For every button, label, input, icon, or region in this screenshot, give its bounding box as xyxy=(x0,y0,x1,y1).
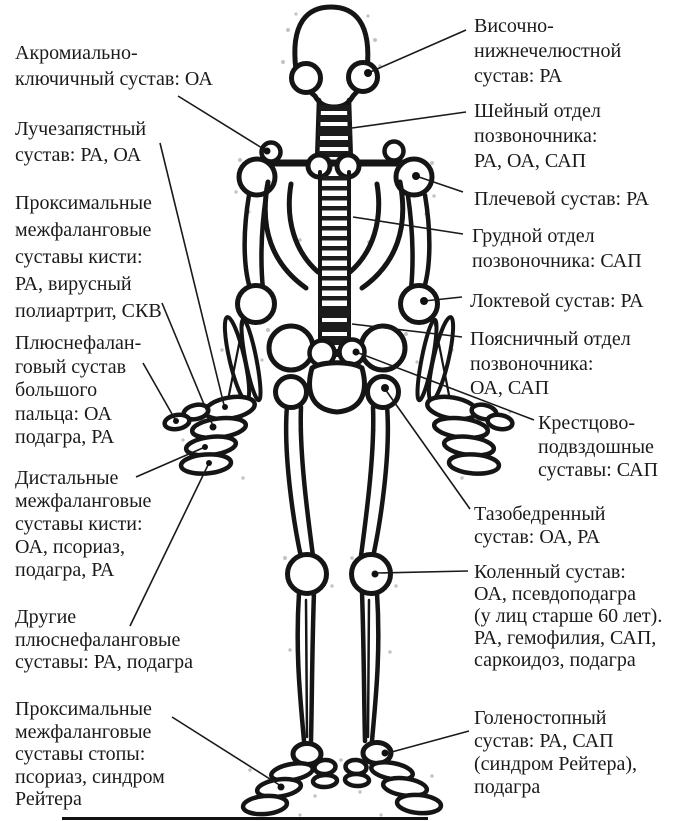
label-tmj-joint: Височно- нижнечелюстной сустав: РА xyxy=(474,15,622,87)
label-shoulder-joint: Плечевой сустав: РА xyxy=(474,188,650,210)
joint-markers xyxy=(173,69,428,791)
label-sacroiliac-joints: Крестцово- подвздошные суставы: САП xyxy=(538,412,659,481)
marker-pip-foot xyxy=(277,783,285,791)
left-leg xyxy=(273,374,329,744)
label-pip-joints-hand: Проксимальные межфаланговые суставы кист… xyxy=(15,192,162,322)
marker-hip xyxy=(381,384,389,392)
left-foot xyxy=(240,741,340,817)
label-cervical-spine: Шейный отдел позвоночника: РА, ОА, САП xyxy=(474,100,601,172)
label-pip-joints-foot: Проксимальные межфаланговые суставы стоп… xyxy=(15,698,165,810)
label-elbow-joint: Локтевой сустав: РА xyxy=(470,290,644,312)
ulna-left xyxy=(239,317,263,403)
ulna-right xyxy=(415,317,439,403)
leader-mtp-bigtoe xyxy=(142,362,177,422)
label-thoracic-spine: Грудной отдел позвоночника: САП xyxy=(472,225,642,272)
leader-acromioclavicular xyxy=(177,95,263,149)
marker-tmj xyxy=(364,69,372,77)
leader-cervical xyxy=(351,111,467,129)
ilium-right xyxy=(358,323,408,373)
leader-hip xyxy=(384,388,471,510)
bottom-rule xyxy=(62,817,428,820)
leader-tmj xyxy=(367,29,467,74)
label-ankle-joint: Голеностопный сустав: РА, САП (синдром Р… xyxy=(474,707,637,798)
right-foot xyxy=(342,740,444,816)
elbow-joint-right xyxy=(398,283,440,325)
right-hand xyxy=(425,394,515,476)
pelvis xyxy=(266,323,408,415)
elbow-joint-left xyxy=(235,283,277,325)
humerus-right-outer xyxy=(420,192,432,294)
leader-sacroiliac xyxy=(355,351,535,421)
acromioclavicular-joint-left xyxy=(259,140,283,164)
label-other-mtp-joints: Другие плюснефаланговые суставы: РА, под… xyxy=(15,606,194,673)
marker-knee xyxy=(371,570,379,578)
marker-wrist xyxy=(222,404,228,410)
cervical-spine xyxy=(314,97,354,165)
leader-elbow xyxy=(423,296,463,302)
marker-mtp-bigtoe xyxy=(173,418,179,424)
label-mtp-joint-bigtoe: Плюснефалан- говый сустав большого пальц… xyxy=(15,332,142,448)
leader-pip-foot xyxy=(171,716,282,787)
right-arm xyxy=(398,283,456,403)
ribcage xyxy=(262,179,406,291)
shoulder-joint-left xyxy=(236,156,278,198)
marker-sacroiliac xyxy=(352,348,360,356)
acromioclavicular-joint-right xyxy=(382,139,406,163)
tmj-joint-left xyxy=(289,61,323,95)
sacrum xyxy=(307,360,367,415)
leader-ankle xyxy=(387,730,470,754)
label-acromioclavicular-joint: Акромиально- ключичный сустав: ОА xyxy=(15,42,213,90)
leader-wrist xyxy=(159,142,225,406)
leader-thoracic xyxy=(352,216,464,235)
hip-joint-right xyxy=(365,374,401,410)
knee-joint-right xyxy=(349,552,393,596)
ilium-left xyxy=(266,323,316,373)
leader-shoulder xyxy=(415,175,464,193)
marker-ankle xyxy=(381,749,389,757)
leader-lumbar xyxy=(351,323,463,338)
label-lumbar-spine: Поясничный отдел позвоночника: ОА, САП xyxy=(470,328,631,399)
right-leg xyxy=(349,374,401,744)
label-wrist-joint: Лучезапястный сустав: РА, ОА xyxy=(15,118,147,166)
marker-shoulder xyxy=(412,172,420,180)
marker-other-mtp xyxy=(206,460,212,466)
humerus-right-inner xyxy=(405,193,415,292)
hip-joint-left xyxy=(273,374,309,410)
marker-acromioclavicular xyxy=(263,147,271,155)
leader-lines xyxy=(129,29,535,787)
leader-knee xyxy=(375,570,469,574)
left-hand xyxy=(162,394,257,476)
label-knee-joint: Коленный сустав: ОА, псевдоподагра (у ли… xyxy=(474,561,663,671)
marker-pip-hand xyxy=(209,423,217,431)
skull xyxy=(289,4,380,110)
spine-column xyxy=(318,170,351,368)
marker-dip-hand xyxy=(202,444,208,450)
marker-elbow xyxy=(420,297,428,305)
leader-other-mtp xyxy=(129,462,210,627)
leader-dip-hand xyxy=(135,446,206,478)
label-hip-joint: Тазобедренный сустав: ОА, РА xyxy=(474,503,606,548)
left-arm xyxy=(222,283,277,403)
label-dip-joints-hand: Дистальные межфаланговые суставы кисти: … xyxy=(15,467,152,581)
tmj-joint-right xyxy=(346,60,380,94)
humerus-left-outer xyxy=(242,192,254,294)
leader-pip-hand xyxy=(161,302,214,427)
knee-joint-left xyxy=(285,552,329,596)
